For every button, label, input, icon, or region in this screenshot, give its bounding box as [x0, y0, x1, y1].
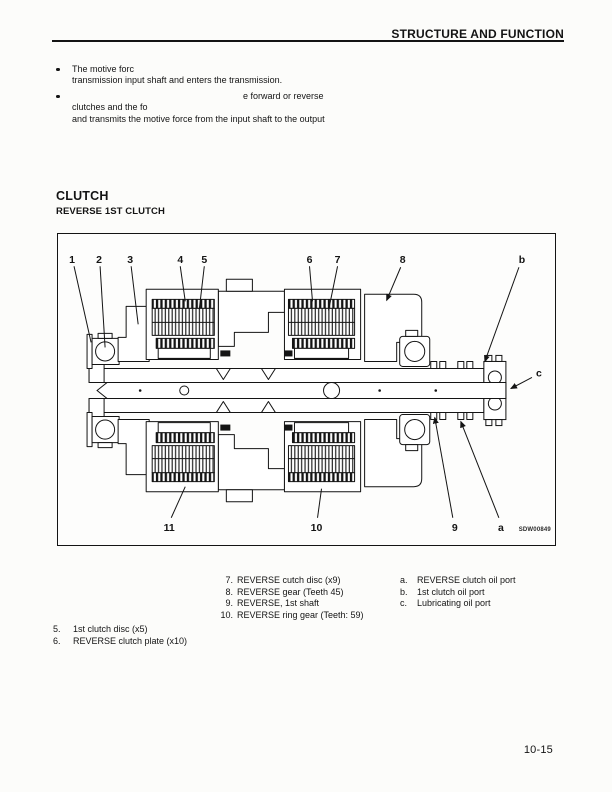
- section-subtitle: REVERSE 1ST CLUTCH: [56, 206, 165, 217]
- callout-labels: 1 2 3 4 5 6 7 8 b c 11 10 9 a SDW00849: [69, 254, 551, 534]
- callout-b: b: [519, 254, 525, 266]
- oil-port-dot: [138, 389, 142, 392]
- oil-port-dot: [378, 389, 381, 392]
- parts-list-right: a.REVERSE clutch oil port b.1st clutch o…: [400, 575, 516, 610]
- bullet-item: The motive forc transmission input shaft…: [56, 64, 526, 87]
- parts-row: 5.1st clutch disc (x5): [53, 624, 148, 634]
- page-header-title: STRUCTURE AND FUNCTION: [391, 27, 564, 41]
- upper-assembly: [86, 278, 485, 383]
- bullet2-line2: clutches and the fo: [72, 102, 148, 113]
- parts-list-middle: 7.REVERSE cutch disc (x9) 8.REVERSE gear…: [205, 575, 364, 621]
- bullet2-line1: e forward or reverse: [243, 91, 324, 102]
- callout-3: 3: [127, 254, 133, 266]
- parts-row: 10.REVERSE ring gear (Teeth: 59): [220, 609, 364, 620]
- figure-watermark: SDW00849: [519, 527, 552, 533]
- figure-frame: 1 2 3 4 5 6 7 8 b c 11 10 9 a SDW00849: [57, 233, 556, 546]
- center-web: [217, 290, 285, 347]
- gear-block-3: [117, 305, 150, 362]
- parts-row: 6.REVERSE clutch plate (x10): [53, 635, 188, 646]
- spline-teeth: [430, 360, 474, 369]
- oil-hole: [179, 385, 190, 396]
- callout-5: 5: [201, 254, 207, 266]
- parts-row: a.REVERSE clutch oil port: [400, 575, 516, 585]
- center-shaft: [96, 381, 507, 400]
- lower-assembly: [86, 398, 485, 503]
- parts-row: c.Lubricating oil port: [400, 598, 491, 609]
- reverse-1st-clutch-diagram: 1 2 3 4 5 6 7 8 b c 11 10 9 a SDW00849: [69, 254, 551, 534]
- callout-4: 4: [177, 254, 183, 266]
- callout-leaders: [73, 266, 533, 518]
- band-notch: [260, 368, 276, 380]
- sleeve-band: [88, 367, 485, 383]
- left-bearing: [91, 332, 120, 365]
- parts-row: b.1st clutch oil port: [400, 586, 485, 597]
- section-title: CLUTCH: [56, 189, 109, 203]
- reverse-gear-block: [364, 293, 423, 362]
- callout-9: 9: [452, 522, 458, 534]
- clutch-pack-reverse: [283, 288, 362, 360]
- callout-11: 11: [164, 522, 175, 534]
- parts-row: 8.REVERSE gear (Teeth 45): [225, 586, 344, 597]
- bullet2-line3: and transmits the motive force from the …: [72, 113, 325, 124]
- callout-6: 6: [307, 254, 313, 266]
- callout-8: 8: [400, 254, 406, 266]
- page-number: 10-15: [523, 744, 553, 756]
- seal: [220, 350, 231, 357]
- oil-hole: [323, 381, 341, 400]
- clutch-pack-1st: [145, 288, 219, 360]
- bullet1-line2: transmission input shaft and enters the …: [72, 75, 283, 86]
- callout-1: 1: [69, 254, 75, 266]
- callout-7: 7: [335, 254, 341, 266]
- bullet-dot-icon: [56, 91, 72, 125]
- bullet-item: e forward or reverse clutches and the fo…: [56, 91, 526, 125]
- callout-10: 10: [311, 522, 323, 534]
- right-bearing: [399, 329, 431, 367]
- intro-bullets: The motive forc transmission input shaft…: [56, 64, 526, 125]
- header-rule: [52, 40, 564, 42]
- oil-port-dot: [434, 389, 438, 392]
- seal: [284, 350, 293, 357]
- parts-row: 7.REVERSE cutch disc (x9): [225, 575, 341, 585]
- bullet-dot-icon: [56, 64, 72, 87]
- parts-row: 9.REVERSE, 1st shaft: [225, 598, 320, 609]
- parts-list-left: 5.1st clutch disc (x5) 6.REVERSE clutch …: [53, 624, 187, 647]
- callout-2: 2: [96, 254, 102, 266]
- callout-a: a: [498, 522, 504, 534]
- bullet1-line1: The motive forc: [72, 64, 135, 74]
- band-notch: [215, 368, 231, 380]
- center-tab: [225, 278, 253, 292]
- callout-c: c: [536, 367, 542, 379]
- end-plate: [86, 333, 93, 369]
